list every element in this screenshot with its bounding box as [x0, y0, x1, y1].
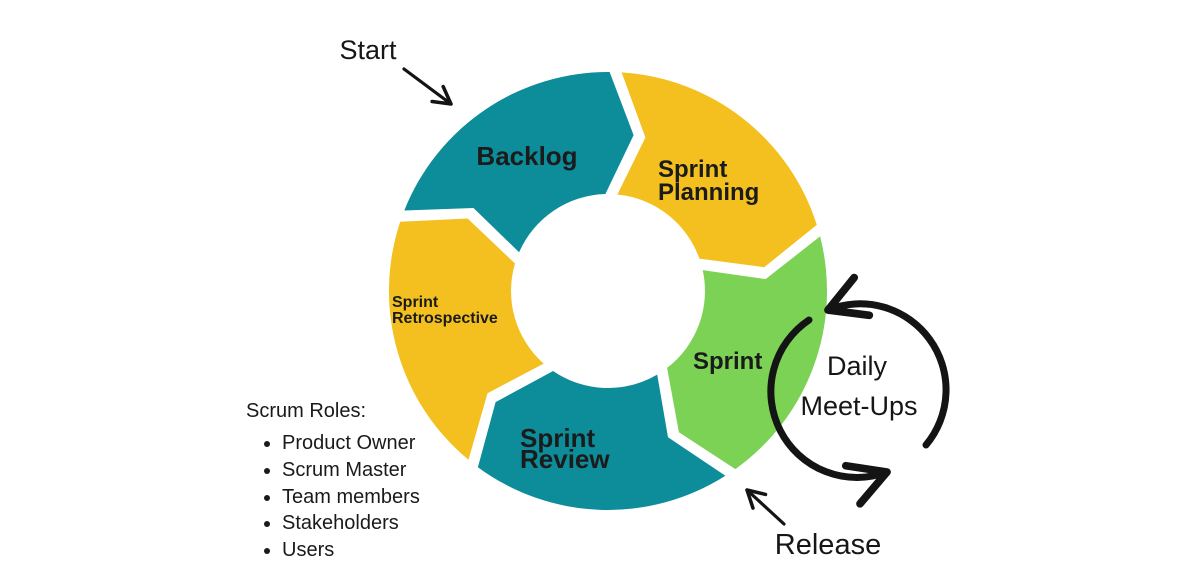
segment-sprint — [667, 236, 828, 470]
segment-backlog — [404, 71, 634, 253]
scrum-roles-items: Product Owner Scrum Master Team members … — [246, 430, 420, 564]
start-arrow — [402, 67, 453, 106]
segment-label-sprint-retrospective-line2: Retrospective — [392, 310, 498, 327]
segment-label-sprint-planning-line1: Sprint — [658, 156, 727, 183]
release-arrow — [745, 488, 786, 526]
segment-label-backlog: Backlog — [476, 141, 577, 171]
daily-meetups-annotation: Daily Meet-Ups — [767, 273, 950, 508]
daily-loop-arc-top — [824, 273, 950, 449]
segment-label-sprint-review-line1: Sprint — [520, 423, 595, 453]
start-label: Start — [339, 35, 397, 65]
scrum-role-item: Team members — [282, 484, 420, 511]
scrum-role-item: Scrum Master — [282, 457, 420, 484]
segment-label-sprint: Sprint — [693, 348, 762, 375]
cycle-wheel — [388, 71, 828, 510]
release-label: Release — [775, 529, 881, 561]
scrum-role-item: Product Owner — [282, 430, 420, 457]
segment-label-sprint-review-line2: Review — [520, 444, 610, 474]
scrum-role-item: Stakeholders — [282, 510, 420, 537]
segment-label-sprint-retrospective-line1: Sprint — [392, 294, 439, 311]
scrum-roles-title: Scrum Roles: — [246, 400, 367, 422]
scrum-roles: Scrum Roles: Product Owner Scrum Master … — [246, 400, 420, 564]
daily-loop-arc-bottom — [767, 316, 891, 508]
daily-meetups-label-line2: Meet-Ups — [800, 391, 917, 421]
segment-sprint-planning — [617, 72, 817, 268]
segment-label-sprint-planning-line2: Planning — [658, 179, 759, 206]
scrum-role-item: Users — [282, 537, 420, 564]
release-annotation: Release — [745, 488, 881, 561]
segment-sprint-review — [477, 371, 726, 510]
start-annotation: Start — [339, 35, 453, 106]
daily-meetups-label-line1: Daily — [827, 351, 888, 381]
segment-sprint-retrospective — [388, 218, 544, 460]
